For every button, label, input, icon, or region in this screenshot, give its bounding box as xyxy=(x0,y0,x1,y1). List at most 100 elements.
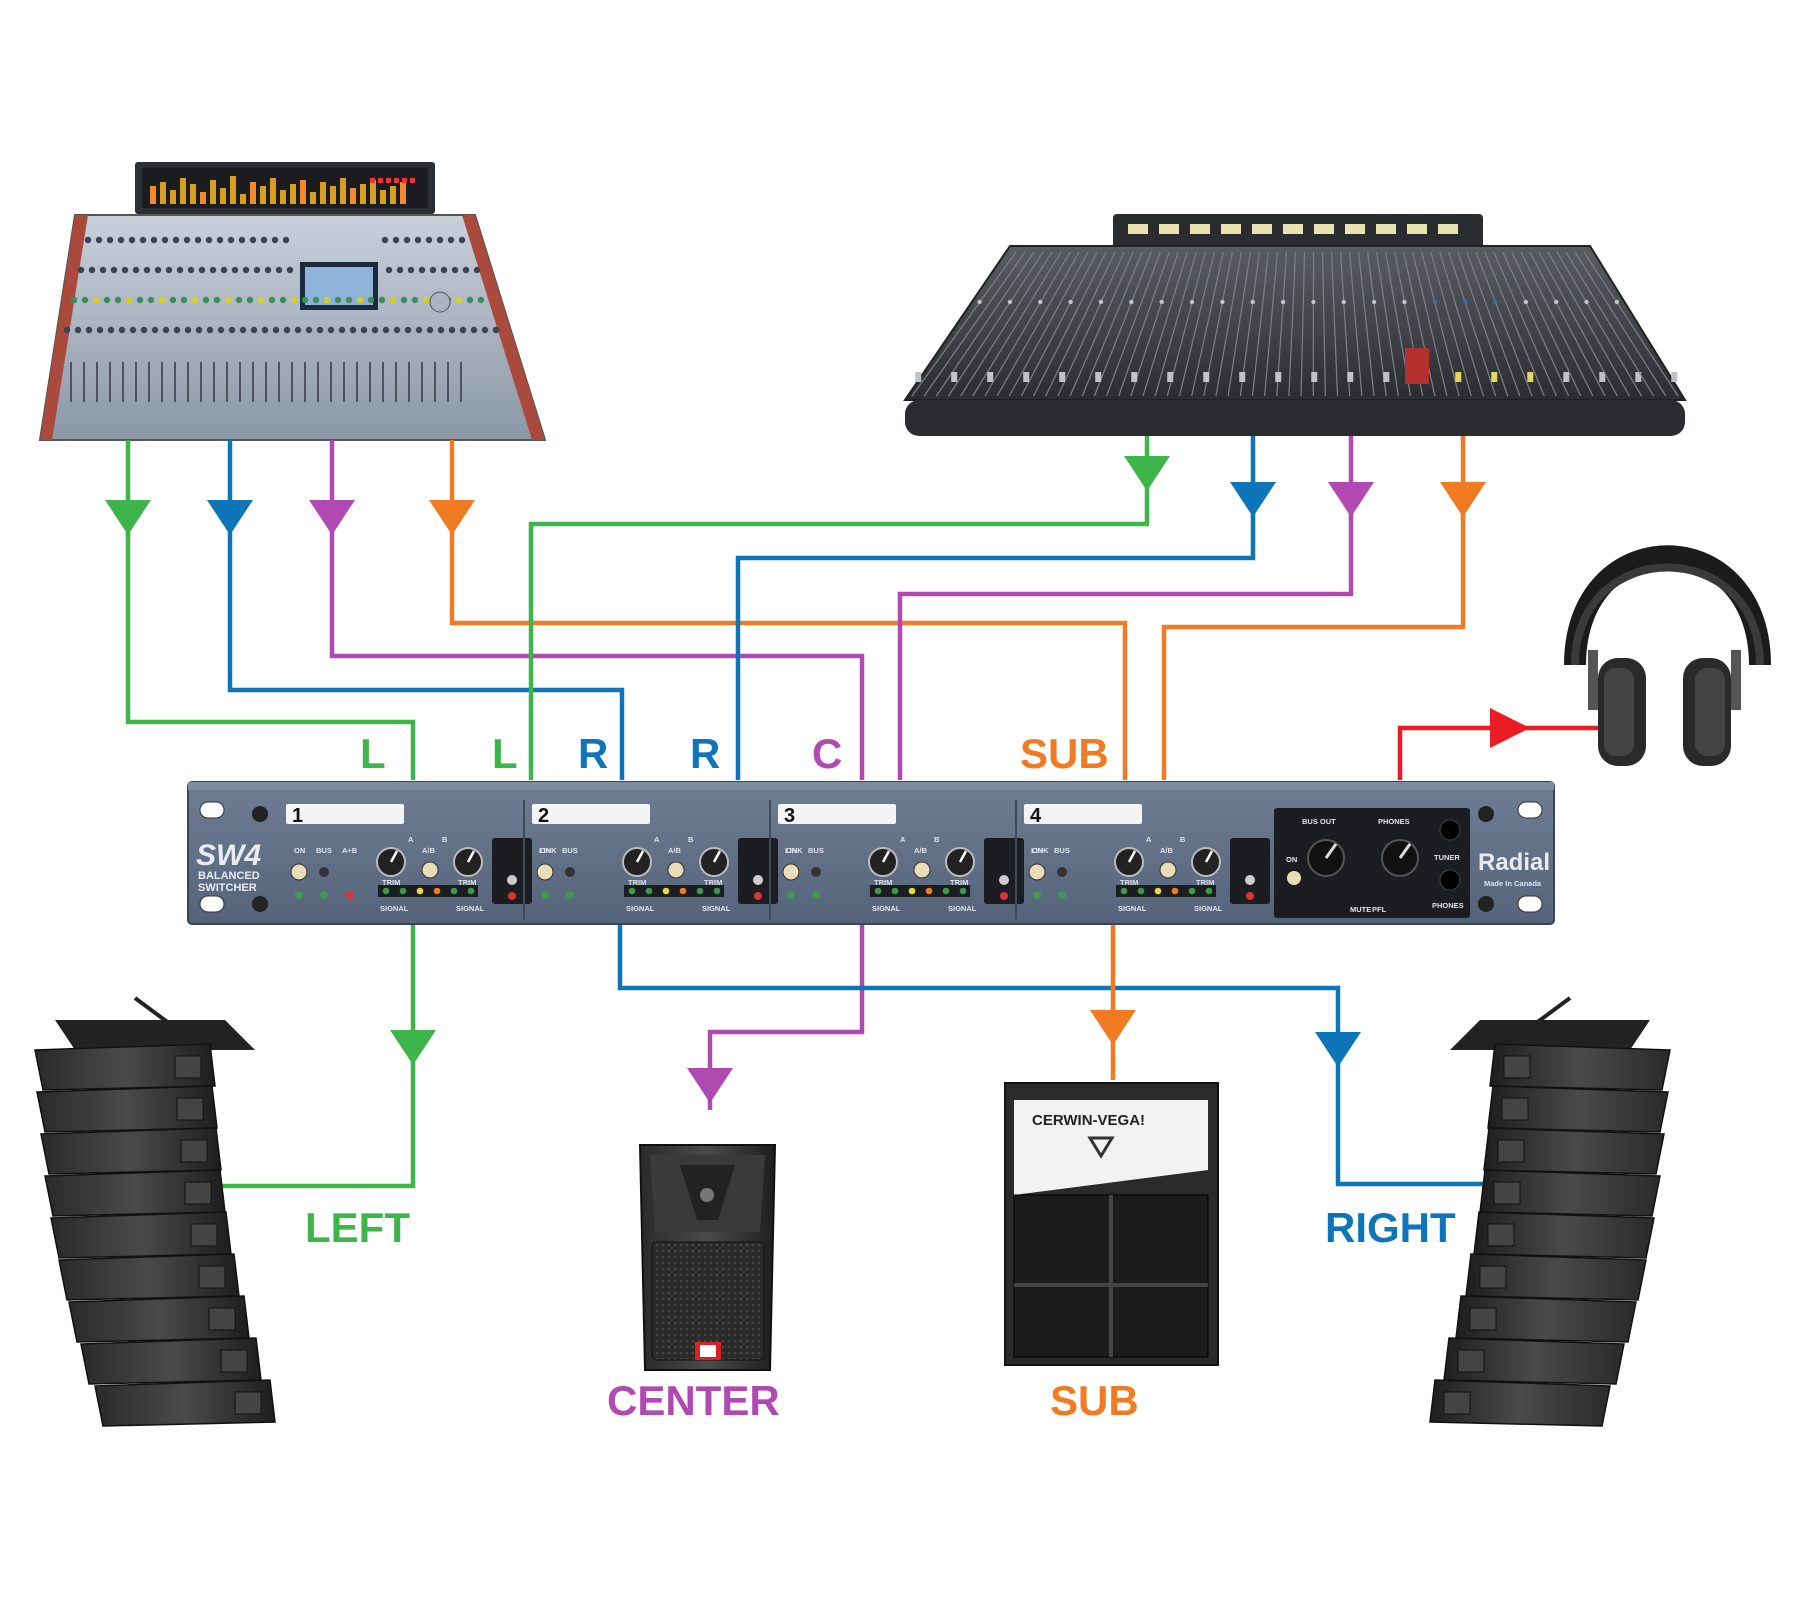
channel-strip xyxy=(1321,251,1326,397)
level-meter xyxy=(300,180,306,204)
console-led xyxy=(370,178,375,183)
level-meter xyxy=(380,190,386,204)
console-knob xyxy=(128,236,136,244)
signal-led xyxy=(450,887,458,895)
arrow-blue-a xyxy=(207,500,253,535)
a-label: A xyxy=(1146,835,1152,844)
console-knob xyxy=(404,326,412,334)
cabinet-port xyxy=(234,1391,262,1415)
level-meter xyxy=(180,178,186,204)
console-knob xyxy=(63,326,71,334)
headphones-icon xyxy=(1564,545,1771,766)
console-knob xyxy=(462,266,470,274)
strip-knob xyxy=(1554,299,1559,305)
trim-label: TRIM xyxy=(628,878,646,887)
status-led xyxy=(295,891,303,899)
channel-strip xyxy=(1093,251,1152,397)
cabinet-port xyxy=(1443,1391,1471,1415)
arrow-orange-b xyxy=(1440,482,1486,517)
console-knob xyxy=(327,326,335,334)
level-meter xyxy=(260,186,266,204)
console-knob xyxy=(279,296,287,304)
console-knob xyxy=(117,236,125,244)
cabinet-port xyxy=(180,1139,208,1163)
signal-label: SIGNAL xyxy=(702,904,731,913)
console-knob xyxy=(429,266,437,274)
channel-number: 4 xyxy=(1030,805,1042,827)
channel-strip xyxy=(1191,251,1224,397)
pfl-block xyxy=(1230,838,1270,904)
channel-strip xyxy=(1484,251,1545,397)
console-knob xyxy=(206,326,214,334)
knob-pointer xyxy=(881,850,891,863)
on-label: ON xyxy=(540,846,551,855)
led-strip xyxy=(378,885,478,897)
console-knob xyxy=(360,326,368,334)
strip-knob xyxy=(1220,299,1225,305)
console-knob xyxy=(385,266,393,274)
console-knob xyxy=(74,326,82,334)
fader-cap xyxy=(1671,372,1678,382)
bus-led xyxy=(565,867,575,877)
strip-knob xyxy=(1402,299,1407,305)
output-left: LEFT xyxy=(305,1204,410,1251)
subwoofer-brand: CERWIN-VEGA! xyxy=(1032,1112,1145,1129)
level-meter xyxy=(150,186,156,204)
arrow-orange-out xyxy=(1090,1010,1136,1045)
level-meter xyxy=(340,178,346,204)
link-label: LINK xyxy=(539,846,557,855)
channel-strip xyxy=(1057,251,1125,397)
console-knob xyxy=(198,266,206,274)
console-knob xyxy=(213,296,221,304)
channel-strip xyxy=(1367,251,1387,397)
level-meter xyxy=(240,194,246,204)
line-array xyxy=(34,996,276,1427)
console-knob xyxy=(217,326,225,334)
console-knob xyxy=(121,266,129,274)
arrow-green-a xyxy=(105,500,151,535)
status-led xyxy=(541,891,549,899)
cabinet-port xyxy=(176,1097,204,1121)
console-knob xyxy=(227,236,235,244)
wire-blue-out xyxy=(617,925,1545,1187)
strip-knob xyxy=(1280,299,1286,305)
label-right-a: R xyxy=(578,730,608,777)
console-knob xyxy=(95,236,103,244)
knob-pointer xyxy=(635,850,645,863)
ab-label: A/B xyxy=(914,846,928,855)
console-knob xyxy=(382,326,390,334)
console-knob xyxy=(414,236,422,244)
b-label: B xyxy=(442,835,448,844)
line-array xyxy=(1429,996,1671,1427)
level-meter xyxy=(310,192,316,204)
strip-knob xyxy=(1068,299,1073,305)
output-sub: SUB xyxy=(1050,1377,1139,1424)
signal-led xyxy=(645,887,653,895)
console-a-icon xyxy=(38,162,547,441)
pfl-led xyxy=(508,892,516,900)
rigging-bar xyxy=(133,996,187,1037)
level-meter xyxy=(170,190,176,204)
console-knob xyxy=(294,326,302,334)
console-knob xyxy=(316,326,324,334)
link-label: LINK xyxy=(1031,846,1049,855)
channel-strip xyxy=(1520,251,1594,397)
bus-led xyxy=(811,867,821,877)
console-knob xyxy=(132,266,140,274)
console-knob xyxy=(158,296,166,304)
pfl-led xyxy=(1000,892,1008,900)
level-meter xyxy=(250,182,256,204)
channel-strip xyxy=(1466,251,1521,397)
channel-strip xyxy=(984,251,1071,397)
console-knob xyxy=(286,266,294,274)
array-cabinet xyxy=(34,1043,216,1091)
console-knob xyxy=(261,326,269,334)
console-led xyxy=(410,178,415,183)
channel-strip xyxy=(1475,251,1533,397)
console-knob xyxy=(228,326,236,334)
console-knob xyxy=(106,236,114,244)
pfl-switch xyxy=(507,875,517,885)
on-label: ON xyxy=(1032,846,1043,855)
pfl-label: PFL xyxy=(1372,905,1387,914)
